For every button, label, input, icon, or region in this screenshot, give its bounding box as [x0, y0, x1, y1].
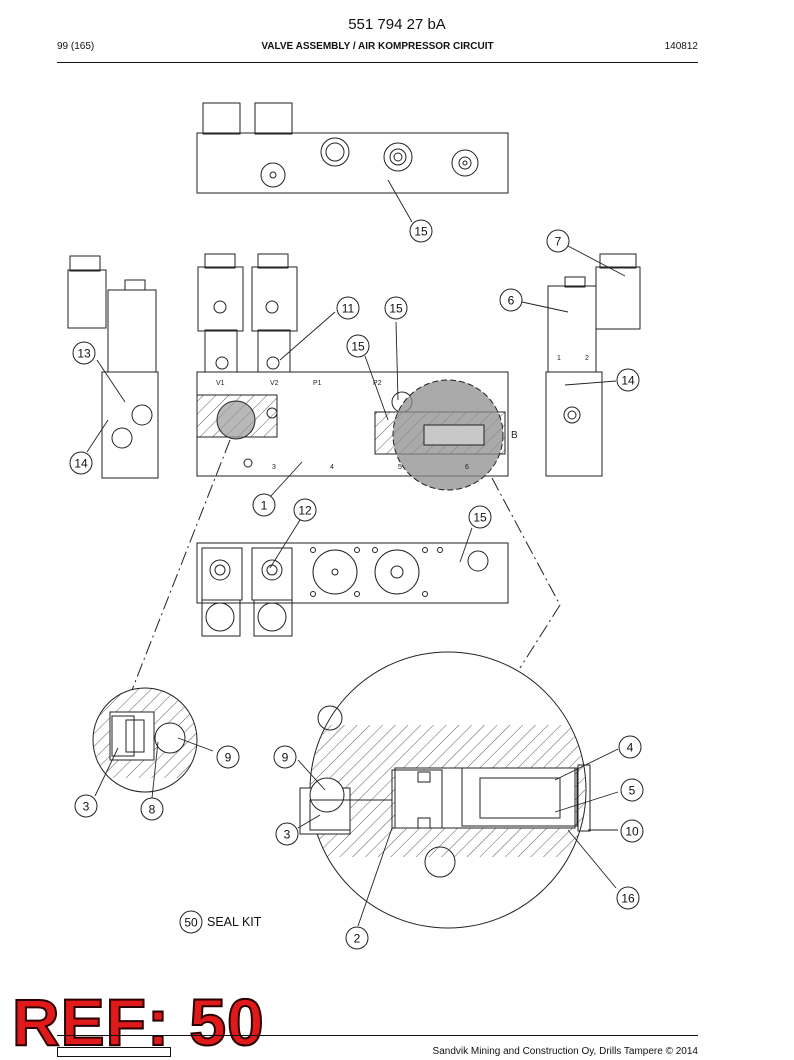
callout-number: 15 — [389, 302, 403, 316]
callout-circle — [499, 288, 523, 312]
date-code: 140812 — [664, 41, 698, 52]
document-number: 551 794 27 bA — [348, 16, 446, 33]
callout-circle — [546, 229, 570, 253]
callout-number: 2 — [354, 932, 361, 946]
callout-number: 3 — [284, 828, 291, 842]
callout-circle — [620, 778, 644, 802]
port-label: 2 — [585, 355, 589, 362]
callout-circle — [74, 794, 98, 818]
callout-circle — [275, 822, 299, 846]
detail-view-large — [299, 651, 591, 929]
port-label: 1 — [557, 355, 561, 362]
callout-number: 9 — [225, 751, 232, 765]
detail-view-small — [92, 687, 198, 793]
callout-number: 16 — [621, 892, 635, 906]
callout-number: 7 — [555, 235, 562, 249]
callout-circle — [273, 745, 297, 769]
callout-circle — [616, 368, 640, 392]
callout-circle — [468, 505, 492, 529]
footer-rule — [57, 1035, 698, 1036]
callout-circle — [179, 910, 203, 934]
top-valve-block — [196, 102, 509, 194]
port-labels: V1 V2 P1 P2 3 4 5 6 1 2 B — [216, 355, 589, 471]
callout-circle — [346, 334, 370, 358]
callout-circle — [252, 493, 276, 517]
left-solenoid-block — [67, 255, 159, 479]
callout-number: 14 — [74, 457, 88, 471]
header-rule — [57, 62, 698, 63]
callout-circle — [618, 735, 642, 759]
callout-number: 3 — [83, 800, 90, 814]
callout-circle — [409, 219, 433, 243]
callout-number: 15 — [473, 511, 487, 525]
callout-circle — [620, 819, 644, 843]
callout-circle — [69, 451, 93, 475]
port-label: 6 — [465, 464, 469, 471]
callout-number: 1 — [261, 499, 268, 513]
port-label: P2 — [373, 380, 382, 387]
port-label: P1 — [313, 380, 322, 387]
callout-number: 4 — [627, 741, 634, 755]
port-label: V2 — [270, 380, 279, 387]
callout-number: 12 — [298, 504, 312, 518]
port-label: 4 — [330, 464, 334, 471]
callout-number: 50 — [184, 916, 198, 930]
callout-number: 5 — [629, 784, 636, 798]
page-indicator: 99 (165) — [57, 41, 95, 52]
callout-circle — [336, 296, 360, 320]
callout-number: 15 — [351, 340, 365, 354]
callout-circle — [140, 797, 164, 821]
callout-circle — [616, 886, 640, 910]
callout-circle — [216, 745, 240, 769]
right-solenoid-block — [545, 253, 641, 477]
callout-number: 8 — [149, 803, 156, 817]
sandvik-logo — [57, 1047, 171, 1057]
callout-number: 11 — [342, 302, 355, 316]
callout-number: 13 — [77, 347, 91, 361]
callout-circle — [72, 341, 96, 365]
port-label: B — [511, 430, 518, 441]
bottom-manifold — [196, 542, 509, 637]
callout-number: 15 — [414, 225, 428, 239]
callout-number: 10 — [625, 825, 639, 839]
port-label: 5 — [398, 464, 402, 471]
port-label: V1 — [216, 380, 225, 387]
callout-number: 9 — [282, 751, 289, 765]
port-label: 3 — [272, 464, 276, 471]
callout-circle — [384, 296, 408, 320]
page-title: VALVE ASSEMBLY / AIR KOMPRESSOR CIRCUIT — [261, 41, 494, 52]
callout-number: 6 — [508, 294, 515, 308]
callout-circle — [345, 926, 369, 950]
leader-lines — [86, 179, 626, 927]
seal-kit-label: SEAL KIT — [207, 915, 262, 929]
header-row: 99 (165) VALVE ASSEMBLY / AIR KOMPRESSOR… — [57, 41, 698, 55]
footer-copyright: Sandvik Mining and Construction Oy, Dril… — [432, 1046, 698, 1057]
callout-circle — [293, 498, 317, 522]
callout-number: 14 — [621, 374, 635, 388]
